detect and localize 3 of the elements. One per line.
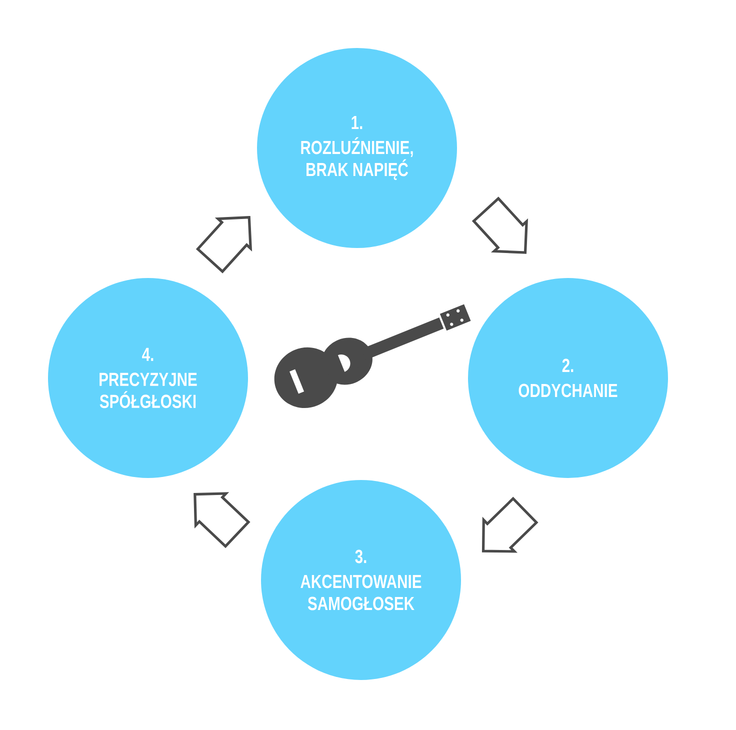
- block-arrow: [472, 196, 528, 254]
- block-arrow: [482, 496, 538, 553]
- block-arrow: [194, 492, 250, 548]
